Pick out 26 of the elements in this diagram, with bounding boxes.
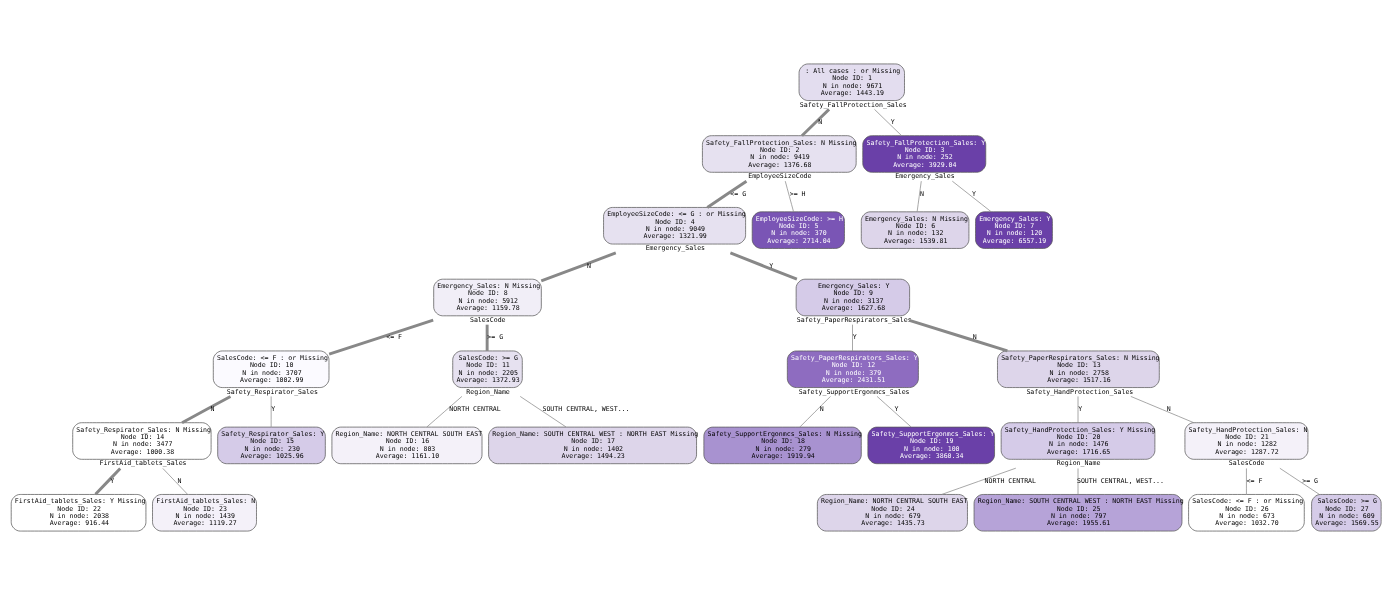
connector bbox=[799, 395, 831, 427]
connector bbox=[270, 395, 272, 427]
connector bbox=[784, 180, 794, 212]
connector bbox=[874, 108, 902, 136]
connector bbox=[800, 107, 831, 137]
connector bbox=[706, 179, 748, 209]
connector bbox=[1077, 467, 1079, 495]
connector bbox=[1077, 395, 1079, 423]
connector bbox=[876, 395, 912, 427]
connector bbox=[1130, 395, 1195, 423]
connector bbox=[181, 394, 232, 424]
connector bbox=[485, 324, 489, 351]
connector bbox=[94, 466, 122, 495]
connector bbox=[941, 467, 1017, 495]
connector bbox=[328, 318, 434, 355]
connector bbox=[1279, 467, 1320, 495]
connector bbox=[916, 180, 922, 212]
connector bbox=[852, 323, 853, 351]
connector bbox=[1246, 467, 1247, 495]
connector bbox=[426, 395, 463, 427]
connector bbox=[540, 251, 617, 282]
connector bbox=[729, 251, 798, 281]
connector bbox=[908, 318, 1008, 352]
connector bbox=[519, 395, 567, 427]
connector bbox=[951, 180, 992, 212]
connector bbox=[162, 467, 188, 495]
